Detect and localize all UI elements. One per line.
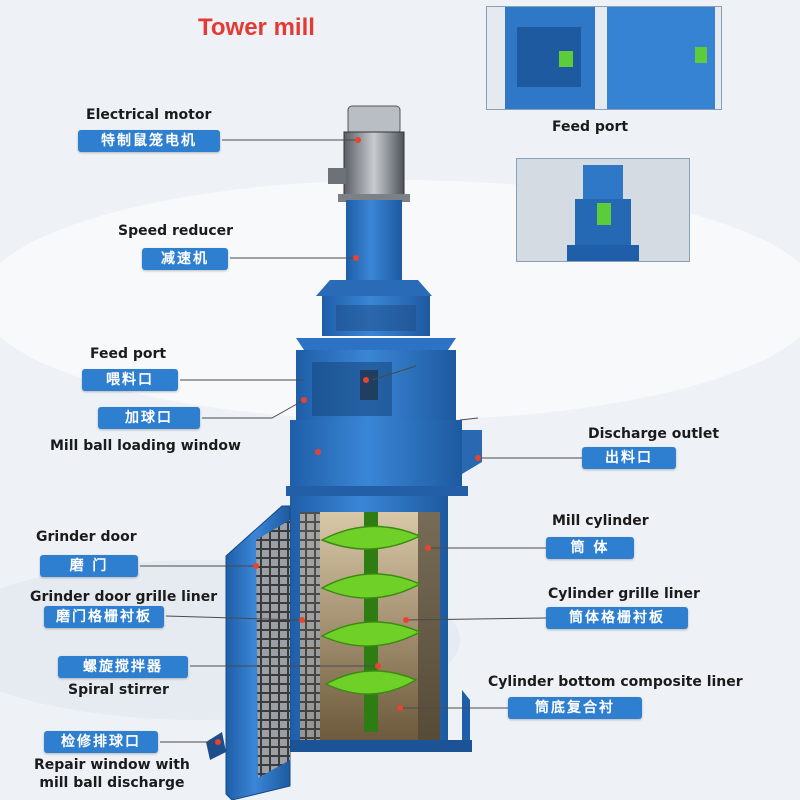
label-mill-cylinder: Mill cylinder bbox=[552, 513, 649, 529]
feed-port-photo-bottom bbox=[516, 158, 690, 262]
machine-body bbox=[206, 105, 482, 800]
door-grille bbox=[256, 520, 290, 778]
label-bottom-liner: Cylinder bottom composite liner bbox=[488, 674, 743, 690]
motor-fan-cap bbox=[347, 105, 401, 135]
label-electrical-motor: Electrical motor bbox=[86, 107, 212, 123]
badge-mill-cylinder: 筒 体 bbox=[546, 537, 634, 559]
badge-spiral-stirrer: 螺旋搅拌器 bbox=[58, 656, 188, 678]
label-repair-window-line2: mill ball discharge bbox=[39, 775, 185, 791]
label-feed-port: Feed port bbox=[90, 346, 167, 362]
label-cylinder-grille: Cylinder grille liner bbox=[548, 586, 700, 602]
feed-port-photo-top bbox=[486, 6, 722, 110]
loading-section bbox=[290, 420, 462, 490]
badge-electrical-motor: 特制鼠笼电机 bbox=[78, 130, 220, 152]
spiral-stirrer-blades bbox=[320, 525, 422, 695]
motor-housing bbox=[343, 131, 405, 197]
label-spiral-stirrer: Spiral stirrer bbox=[68, 682, 169, 698]
badge-bottom-liner: 筒底复合衬 bbox=[508, 697, 642, 719]
label-ball-loading: Mill ball loading window bbox=[50, 438, 241, 454]
label-grinder-door: Grinder door bbox=[36, 529, 137, 545]
label-discharge-outlet: Discharge outlet bbox=[588, 426, 720, 442]
feed-port-photo-caption: Feed port bbox=[552, 119, 629, 135]
badge-speed-reducer: 减速机 bbox=[142, 248, 228, 270]
label-door-grille: Grinder door grille liner bbox=[30, 589, 218, 605]
discharge-chute bbox=[462, 430, 482, 474]
badge-door-grille: 磨门格栅衬板 bbox=[44, 606, 164, 628]
badge-discharge-outlet: 出料口 bbox=[582, 447, 676, 469]
badge-repair-window: 检修排球口 bbox=[44, 731, 158, 753]
diagram-title: Tower mill bbox=[198, 14, 315, 41]
reducer-column bbox=[346, 200, 402, 280]
label-repair-window: Repair window with mill ball discharge bbox=[34, 756, 190, 792]
marker-dots bbox=[215, 137, 481, 745]
badge-feed-port: 喂料口 bbox=[82, 369, 178, 391]
badge-grinder-door: 磨 门 bbox=[40, 555, 138, 577]
label-repair-window-line1: Repair window with bbox=[34, 757, 190, 773]
leader-lines bbox=[140, 139, 584, 743]
badge-cylinder-grille: 筒体格栅衬板 bbox=[546, 607, 688, 629]
badge-ball-loading: 加球口 bbox=[98, 407, 200, 429]
label-speed-reducer: Speed reducer bbox=[118, 223, 234, 239]
